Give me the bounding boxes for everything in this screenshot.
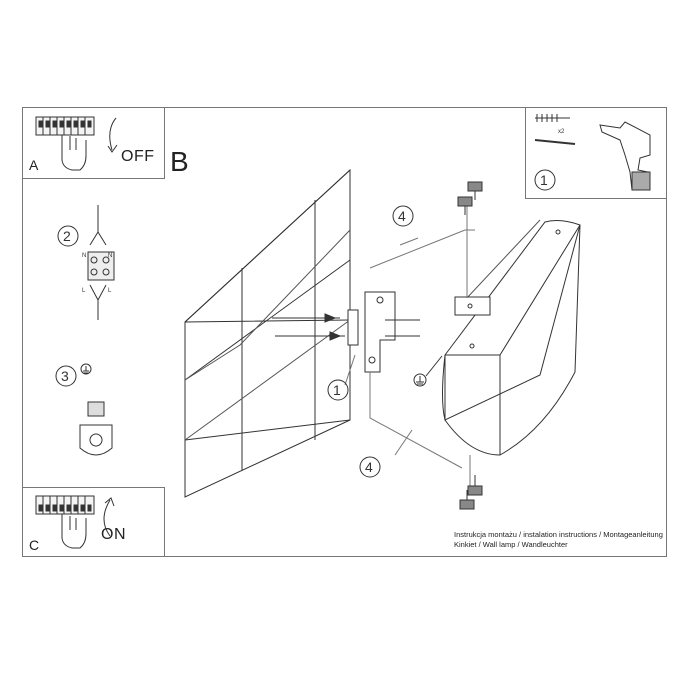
lamp-mount-plate xyxy=(454,296,491,316)
wire-l-left: L xyxy=(82,288,86,294)
wire-l-right: L xyxy=(108,288,112,294)
callout-circle-2 xyxy=(57,225,79,247)
callout-4-bottom-text: 4 xyxy=(365,459,373,475)
screw-bottom-icon xyxy=(459,475,483,510)
instructions-caption: Instrukcja montażu / instalation instruc… xyxy=(454,530,663,550)
fuse-box-icon xyxy=(35,116,95,136)
caption-line-1: Instrukcja montażu / instalation instruc… xyxy=(454,530,663,539)
guide-lines xyxy=(344,200,475,490)
panel-c-label: C xyxy=(29,537,40,553)
arrow-up-icon xyxy=(103,497,115,537)
multiplier-text: x2 xyxy=(558,129,565,135)
callout-3-text: 3 xyxy=(61,368,69,384)
hand-icon xyxy=(61,135,87,171)
wire-n-right: N xyxy=(108,253,112,259)
callout-circle-1 xyxy=(534,169,556,191)
callout-4-top-text: 4 xyxy=(398,208,406,224)
caption-line-2: Kinkiet / Wall lamp / Wandleuchter xyxy=(454,540,568,549)
callout-circle-4-top xyxy=(392,205,414,227)
on-label: ON xyxy=(101,526,126,543)
callout-1-text: 1 xyxy=(540,172,548,188)
ground-terminal-icon xyxy=(79,363,113,456)
off-label: OFF xyxy=(121,148,155,165)
wall-panel xyxy=(184,168,351,498)
ground-symbol-icon xyxy=(413,355,443,387)
callout-circle-4-bottom xyxy=(359,456,381,478)
lamp-body xyxy=(442,219,581,456)
mounting-bracket xyxy=(347,291,396,373)
callout-2-text: 2 xyxy=(63,228,71,244)
panel-b-label: B xyxy=(170,146,189,177)
callout-circle-bracket xyxy=(327,379,349,401)
wire-n-left: N xyxy=(82,253,86,259)
diagram-frame xyxy=(22,107,667,557)
wall-plug-icon xyxy=(534,114,576,145)
callout-circle-3 xyxy=(55,365,77,387)
screw-top-icon xyxy=(457,181,483,215)
drill-icon xyxy=(599,121,651,191)
terminal-block-icon xyxy=(87,205,115,320)
hand-on-icon xyxy=(61,514,87,549)
arrow-down-icon xyxy=(107,117,118,153)
panel-a-label: A xyxy=(29,157,39,173)
callout-bracket-text: 1 xyxy=(333,382,341,398)
fuse-box-on-icon xyxy=(35,495,95,515)
wall-screws xyxy=(272,313,420,341)
